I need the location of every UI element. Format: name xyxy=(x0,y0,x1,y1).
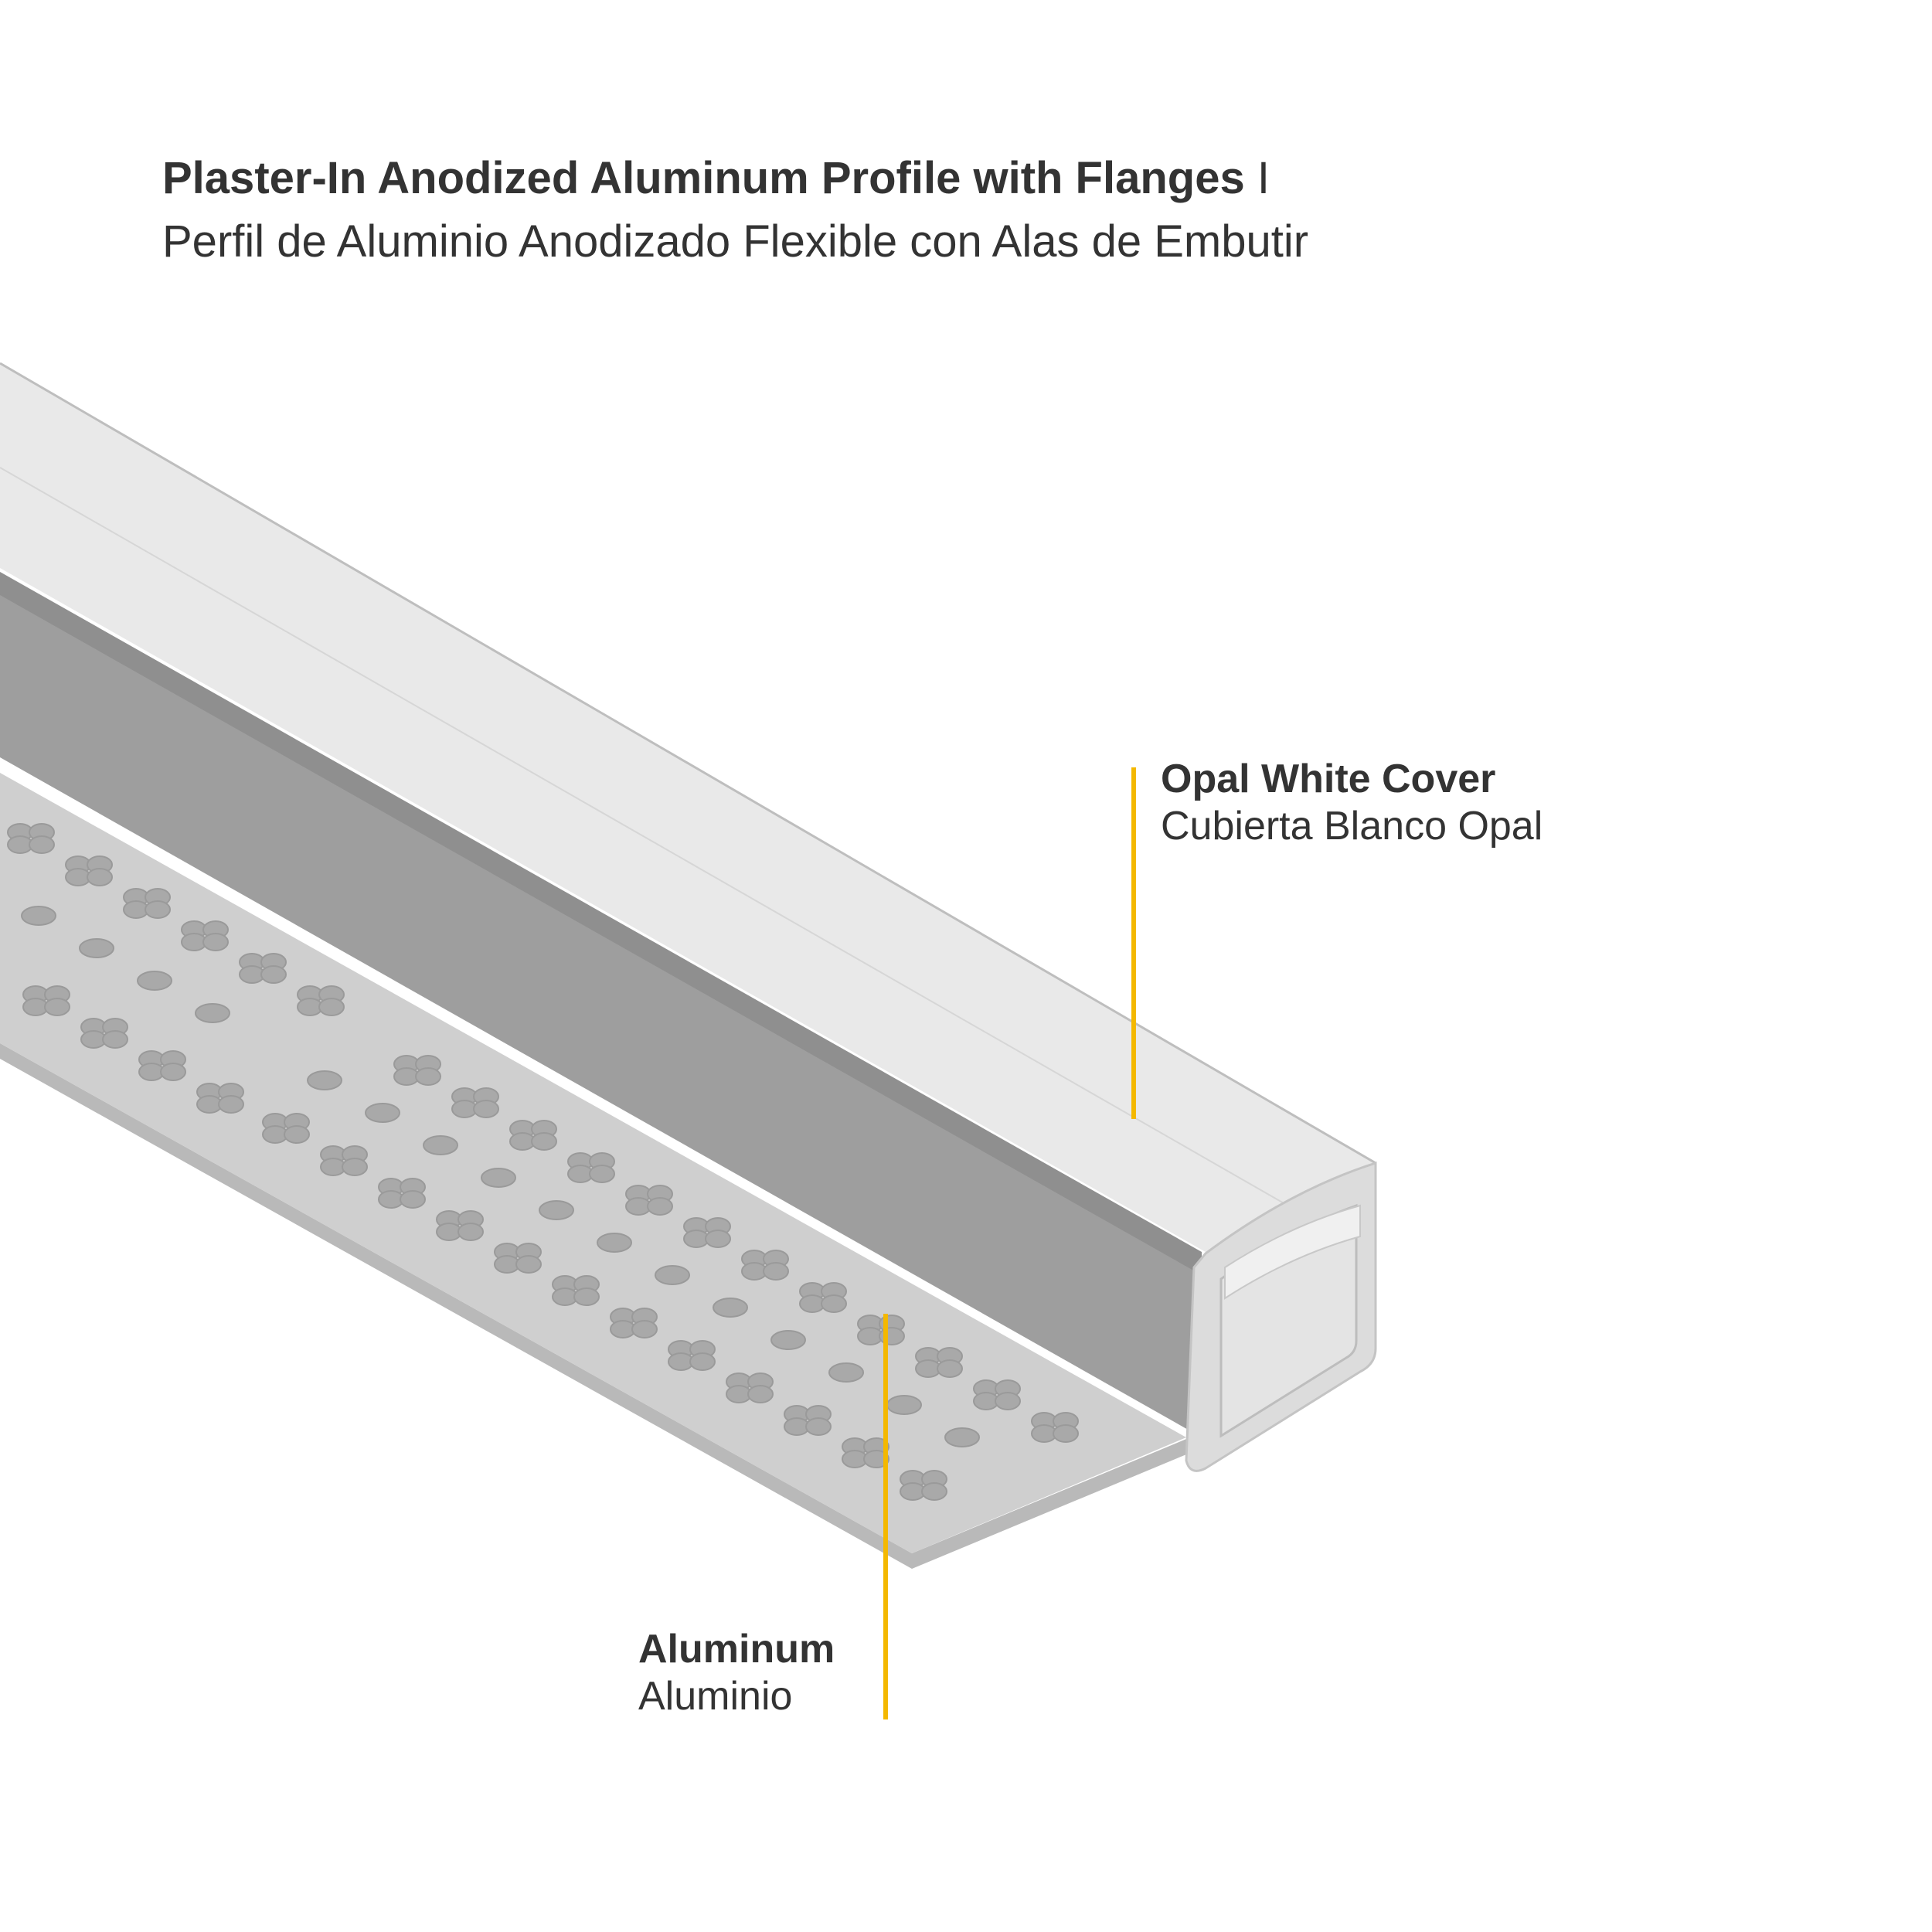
perforation-quatrefoil xyxy=(80,1018,128,1049)
perforation-quatrefoil xyxy=(668,1340,716,1371)
perforation-quatrefoil xyxy=(494,1243,542,1274)
perforation-quatrefoil xyxy=(552,1275,600,1306)
callout-cover-es: Cubierta Blanco Opal xyxy=(1161,804,1543,849)
perforation-slot xyxy=(655,1265,690,1285)
perforation-quatrefoil xyxy=(857,1315,905,1345)
perforation-quatrefoil xyxy=(683,1217,731,1248)
perforation-quatrefoil xyxy=(436,1210,484,1241)
perforation-slot xyxy=(886,1395,922,1415)
cover-lip xyxy=(0,572,1202,1275)
perforation-quatrefoil xyxy=(262,1113,310,1144)
callout-aluminum: Aluminum Aluminio xyxy=(638,1626,835,1721)
perforation-slot xyxy=(770,1330,806,1350)
perforation-slot xyxy=(307,1070,342,1090)
title-main-text: Plaster-In Anodized Aluminum Profile wit… xyxy=(162,153,1245,203)
perforation-quatrefoil xyxy=(22,985,70,1016)
flange-perforations xyxy=(7,823,1079,1501)
perforation-quatrefoil xyxy=(239,953,287,984)
page-subtitle: Perfil de Aluminio Anodizado Flexible co… xyxy=(162,216,1309,267)
perforation-slot xyxy=(195,1003,230,1023)
perforation-quatrefoil xyxy=(625,1185,673,1216)
perforation-quatrefoil xyxy=(610,1308,658,1338)
perforation-quatrefoil xyxy=(726,1372,774,1403)
perforation-slot xyxy=(828,1362,864,1383)
perforation-quatrefoil xyxy=(7,823,55,854)
cover-edge-line xyxy=(0,362,1376,1165)
perforation-slot xyxy=(423,1135,458,1155)
perforation-quatrefoil xyxy=(567,1152,615,1183)
perforation-slot xyxy=(539,1200,574,1220)
perforation-quatrefoil xyxy=(799,1282,847,1313)
title-block: Plaster-In Anodized Aluminum Profile wit… xyxy=(162,151,1308,268)
perforation-quatrefoil xyxy=(915,1347,963,1378)
title-separator: I xyxy=(1257,153,1270,203)
perforation-quatrefoil xyxy=(196,1083,244,1114)
perforation-slot xyxy=(944,1427,980,1447)
perforation-quatrefoil xyxy=(973,1379,1021,1410)
cover-top xyxy=(0,363,1376,1252)
perforation-slot xyxy=(137,971,172,991)
callout-aluminum-es: Aluminio xyxy=(638,1674,793,1719)
perforation-slot xyxy=(365,1103,400,1123)
perforation-quatrefoil xyxy=(741,1250,789,1281)
perforation-quatrefoil xyxy=(297,985,345,1016)
perforation-slot xyxy=(713,1298,748,1318)
perforation-quatrefoil xyxy=(509,1120,557,1151)
callout-aluminum-en: Aluminum xyxy=(638,1627,835,1672)
perforation-quatrefoil xyxy=(65,855,113,886)
perforation-quatrefoil xyxy=(900,1470,947,1501)
perforation-quatrefoil xyxy=(393,1055,441,1086)
perforation-quatrefoil xyxy=(181,920,229,951)
perforation-quatrefoil xyxy=(320,1145,368,1176)
perforation-quatrefoil xyxy=(842,1437,889,1468)
perforation-quatrefoil xyxy=(451,1087,499,1118)
callout-cover-en: Opal White Cover xyxy=(1161,757,1496,801)
page-title: Plaster-In Anodized Aluminum Profile wit… xyxy=(162,151,1308,206)
perforation-quatrefoil xyxy=(1031,1412,1079,1443)
perforation-slot xyxy=(79,938,114,958)
perforation-quatrefoil xyxy=(378,1178,426,1209)
perforation-quatrefoil xyxy=(784,1405,832,1436)
perforation-slot xyxy=(21,906,56,926)
cover-clip xyxy=(1224,1204,1361,1300)
perforation-quatrefoil xyxy=(123,888,171,919)
cover-fine-line xyxy=(0,467,1291,1208)
callout-cover: Opal White Cover Cubierta Blanco Opal xyxy=(1161,756,1543,851)
perforation-slot xyxy=(481,1168,516,1188)
channel-wall xyxy=(0,587,1202,1437)
perforation-slot xyxy=(597,1233,632,1253)
perforation-quatrefoil xyxy=(138,1050,186,1081)
